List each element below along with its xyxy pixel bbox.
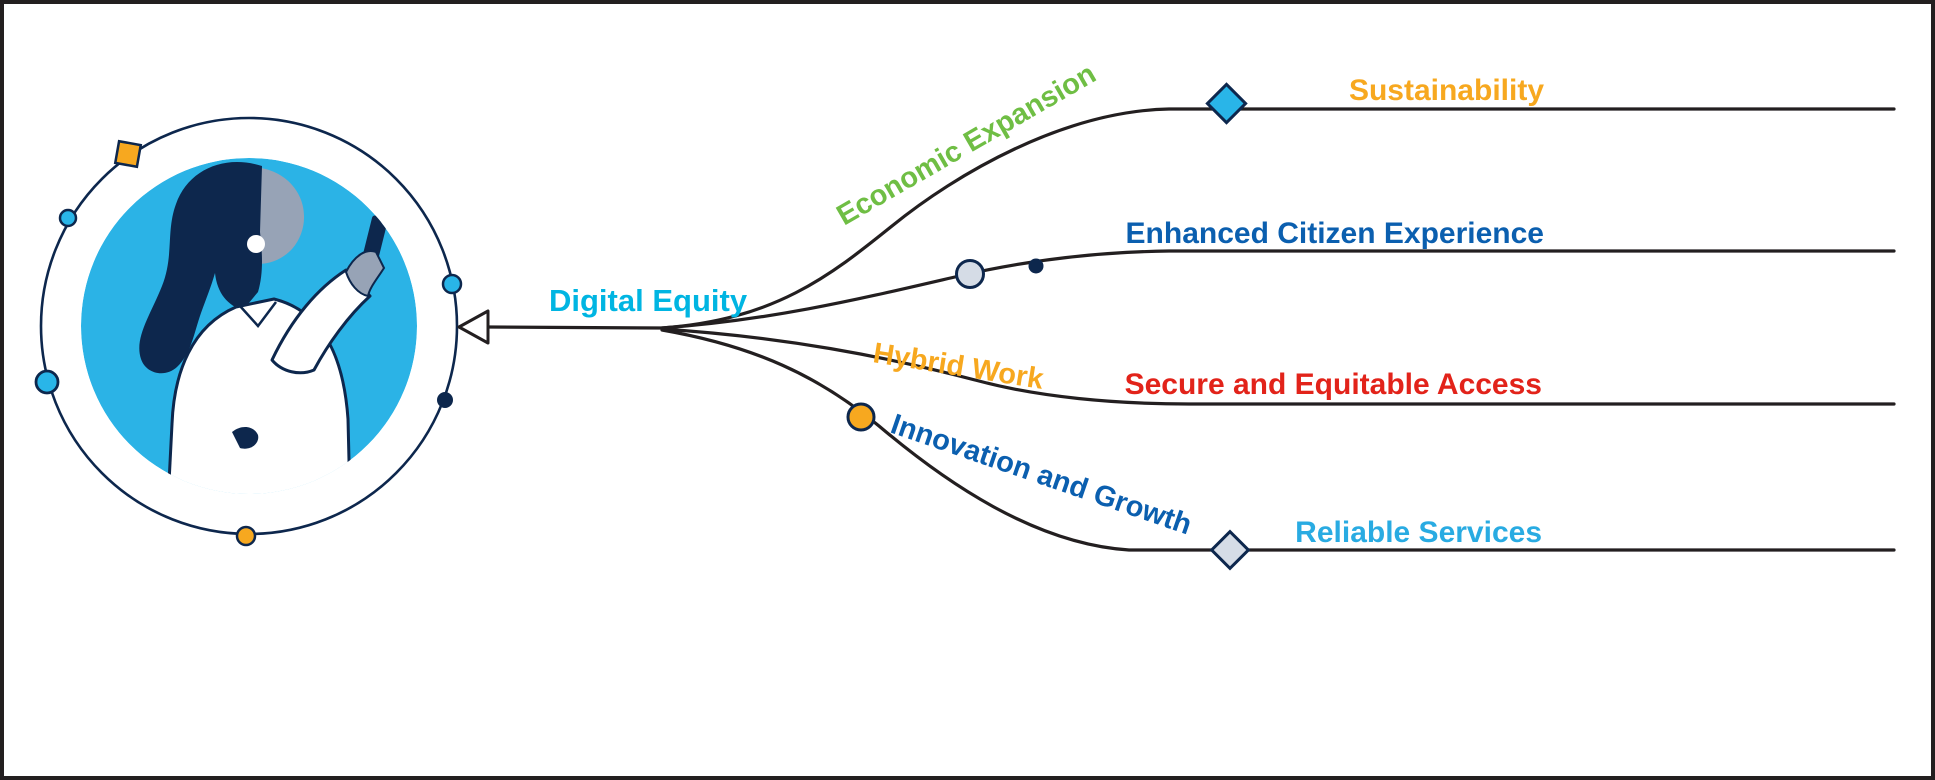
branch-curve-hybrid-work	[660, 327, 1896, 406]
branch-label-innovation-growth: Innovation and Growth	[887, 408, 1196, 541]
outcome-label-enhanced-citizen-experience: Enhanced Citizen Experience	[1126, 217, 1544, 250]
arrowhead-icon	[457, 309, 490, 345]
hub-label: Digital Equity	[549, 283, 748, 318]
orange-circle-marker	[846, 402, 876, 432]
coat-neckline	[239, 301, 277, 328]
cyan-diamond-marker	[1205, 82, 1248, 125]
person-right-hand	[344, 250, 386, 298]
branch-label-economic-expansion: Economic Expansion	[832, 58, 1102, 232]
flow-lines	[457, 107, 1896, 552]
gray-circle-marker	[955, 259, 985, 289]
gray-diamond-marker	[1209, 529, 1251, 571]
outcome-label-sustainability: Sustainability	[1349, 74, 1544, 107]
person-hair	[139, 162, 262, 374]
stem-line	[486, 325, 664, 330]
outcome-label-reliable-services: Reliable Services	[1295, 516, 1542, 549]
navy-dot-marker	[1028, 258, 1044, 274]
orbit-cyan-dot-upper-left	[58, 208, 78, 228]
branch-curve-innovation-growth	[660, 328, 1896, 552]
person-sleeve	[270, 268, 372, 375]
earring	[247, 235, 265, 253]
orbit-orange-dot-bottom	[235, 525, 257, 547]
orbit-navy-dot	[437, 392, 453, 408]
branch-label-hybrid-work: Hybrid Work	[871, 337, 1047, 396]
branch-curve-economic-expansion	[660, 107, 1896, 330]
diagram-svg: Digital Equity Economic Expansion Hybrid…	[34, 58, 1896, 571]
person-illustration	[34, 116, 463, 547]
flow-markers	[846, 82, 1251, 571]
person-circle-group	[81, 158, 417, 494]
labels: Digital Equity Economic Expansion Hybrid…	[549, 58, 1544, 549]
orbit-cyan-dot-left	[34, 369, 60, 395]
person-left-hand	[232, 426, 259, 449]
orbit-cyan-dot-right	[441, 273, 463, 295]
orbit-orange-square	[113, 139, 143, 169]
outcome-label-secure-equitable-access: Secure and Equitable Access	[1125, 368, 1542, 401]
